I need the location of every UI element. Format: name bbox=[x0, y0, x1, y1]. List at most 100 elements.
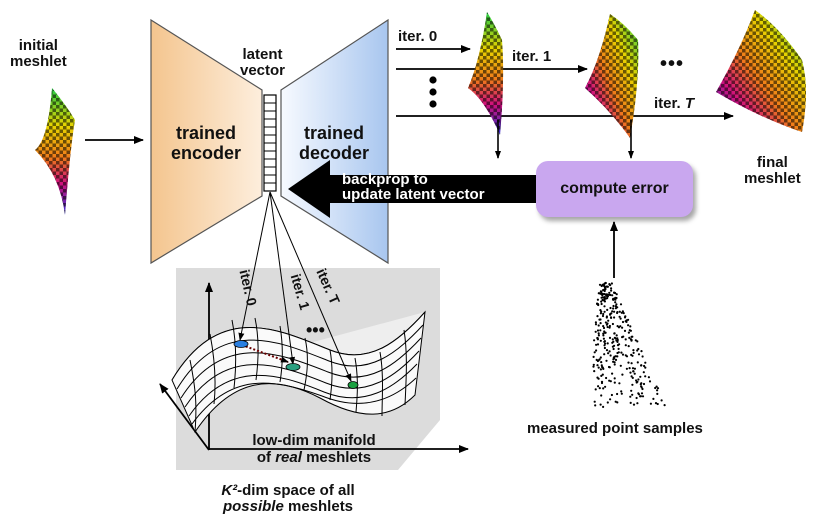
point-sample bbox=[596, 315, 599, 318]
point-sample bbox=[594, 388, 597, 391]
point-sample bbox=[602, 326, 606, 330]
point-sample bbox=[656, 402, 659, 406]
point-sample bbox=[630, 362, 633, 365]
point-sample bbox=[644, 375, 647, 378]
point-sample bbox=[609, 380, 612, 383]
point-sample bbox=[599, 403, 602, 406]
point-sample bbox=[601, 284, 604, 287]
point-sample bbox=[632, 351, 635, 354]
point-sample bbox=[636, 361, 639, 364]
point-sample bbox=[660, 399, 663, 402]
point-sample bbox=[599, 356, 602, 359]
meshlet-iter0-image bbox=[468, 12, 504, 135]
point-sample bbox=[596, 343, 600, 346]
point-sample bbox=[613, 316, 616, 319]
point-sample bbox=[637, 392, 640, 395]
point-sample bbox=[596, 364, 599, 367]
point-sample bbox=[621, 320, 625, 324]
point-sample bbox=[656, 389, 659, 392]
point-sample bbox=[644, 361, 647, 364]
point-sample bbox=[616, 311, 619, 315]
point-sample bbox=[605, 349, 609, 352]
point-sample bbox=[600, 296, 603, 299]
point-sample bbox=[602, 332, 605, 335]
point-sample bbox=[597, 385, 600, 388]
point-sample bbox=[629, 371, 632, 374]
point-sample bbox=[656, 387, 660, 390]
point-sample bbox=[595, 343, 598, 346]
point-sample bbox=[599, 318, 602, 321]
point-sample bbox=[655, 385, 658, 388]
point-sample bbox=[639, 395, 643, 398]
point-sample bbox=[614, 400, 617, 403]
point-sample bbox=[600, 364, 603, 367]
point-sample bbox=[619, 317, 622, 320]
point-sample bbox=[602, 312, 605, 316]
point-sample bbox=[603, 296, 606, 300]
point-sample bbox=[640, 392, 644, 395]
point-sample bbox=[621, 310, 625, 313]
point-sample bbox=[603, 353, 606, 356]
point-sample bbox=[596, 337, 599, 340]
point-sample bbox=[599, 309, 602, 312]
point-sample bbox=[613, 291, 616, 294]
point-sample bbox=[624, 344, 627, 347]
point-sample bbox=[629, 325, 632, 328]
point-sample bbox=[620, 390, 623, 393]
point-sample bbox=[635, 396, 638, 400]
point-sample bbox=[606, 285, 609, 288]
point-sample bbox=[636, 340, 639, 343]
point-sample bbox=[649, 402, 653, 405]
point-sample bbox=[642, 382, 646, 386]
point-sample bbox=[598, 387, 601, 390]
point-sample bbox=[610, 282, 614, 285]
point-sample bbox=[629, 395, 632, 398]
point-sample bbox=[619, 303, 623, 306]
point-sample bbox=[609, 354, 612, 357]
measured-point-cloud bbox=[592, 281, 666, 408]
point-sample bbox=[592, 365, 595, 368]
backprop-arrow bbox=[288, 160, 536, 218]
point-sample bbox=[627, 345, 630, 348]
point-sample bbox=[629, 401, 632, 404]
point-sample bbox=[603, 346, 607, 350]
point-sample bbox=[621, 326, 624, 329]
point-sample bbox=[614, 301, 617, 304]
manifold-label: low-dim manifold of real meshlets bbox=[252, 432, 376, 466]
point-sample bbox=[654, 386, 657, 390]
point-sample bbox=[628, 367, 631, 370]
point-sample bbox=[624, 354, 627, 357]
point-sample bbox=[615, 334, 618, 337]
point-sample bbox=[602, 367, 605, 370]
point-sample bbox=[631, 383, 634, 386]
point-sample bbox=[641, 395, 645, 398]
point-sample bbox=[609, 316, 613, 319]
point-sample bbox=[604, 321, 608, 324]
point-sample bbox=[613, 336, 617, 339]
point-sample bbox=[603, 305, 606, 308]
point-sample bbox=[628, 336, 631, 339]
point-sample bbox=[622, 312, 625, 315]
point-sample bbox=[623, 329, 627, 332]
point-sample bbox=[601, 314, 605, 318]
point-sample bbox=[600, 374, 603, 377]
point-sample bbox=[602, 325, 605, 328]
compute-error-label: compute error bbox=[560, 180, 669, 197]
point-sample bbox=[621, 373, 624, 376]
point-sample bbox=[596, 302, 599, 305]
point-sample bbox=[631, 393, 634, 396]
point-sample bbox=[630, 375, 633, 378]
point-sample bbox=[597, 332, 600, 335]
point-sample bbox=[641, 355, 644, 358]
point-sample bbox=[602, 289, 605, 292]
point-sample bbox=[654, 402, 658, 405]
point-sample bbox=[627, 324, 630, 327]
point-sample bbox=[593, 351, 596, 354]
point-sample bbox=[606, 401, 609, 404]
point-iterT bbox=[347, 381, 359, 389]
point-sample bbox=[617, 347, 620, 350]
point-sample bbox=[603, 285, 606, 288]
optimization-trajectory bbox=[241, 344, 289, 363]
